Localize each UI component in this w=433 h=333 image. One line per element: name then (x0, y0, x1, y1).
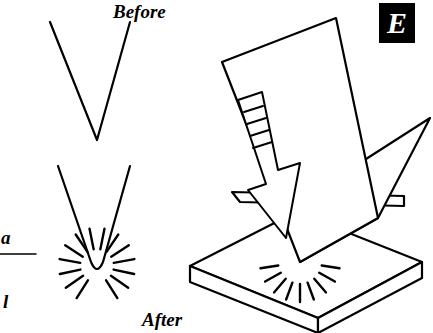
burst-ray (66, 276, 83, 288)
burst-ray (111, 276, 128, 288)
burst-ray (60, 270, 81, 274)
v-after (58, 166, 130, 269)
burst-ray (76, 235, 88, 252)
burst-ray (90, 229, 94, 250)
burst-ray (114, 259, 135, 263)
burst-ray (319, 273, 335, 282)
impact-burst (260, 265, 339, 302)
burst-ray (65, 245, 83, 257)
folded-sheet (222, 18, 430, 262)
burst-ray (107, 235, 119, 252)
impact-burst (60, 229, 135, 298)
burst-ray (260, 265, 278, 268)
leader-line (0, 253, 36, 255)
v-before (50, 22, 130, 140)
burst-ray (286, 283, 292, 300)
part-label: a (1, 228, 11, 247)
figure-letter: E (387, 8, 407, 38)
burst-ray (100, 229, 104, 250)
state-label: Before (113, 2, 166, 21)
letter-badge: E (379, 3, 415, 43)
burst-ray (114, 270, 135, 274)
burst-ray (265, 273, 281, 282)
burst-ray (111, 245, 129, 257)
burst-ray (77, 280, 88, 298)
burst-ray (299, 284, 301, 302)
burst-ray (314, 279, 326, 293)
part-label: l (3, 292, 8, 311)
burst-ray (60, 259, 81, 263)
burst-ray (308, 283, 314, 300)
burst-ray (322, 265, 340, 268)
state-label: After (142, 310, 182, 329)
burst-ray (106, 280, 117, 298)
burst-ray (274, 279, 286, 293)
